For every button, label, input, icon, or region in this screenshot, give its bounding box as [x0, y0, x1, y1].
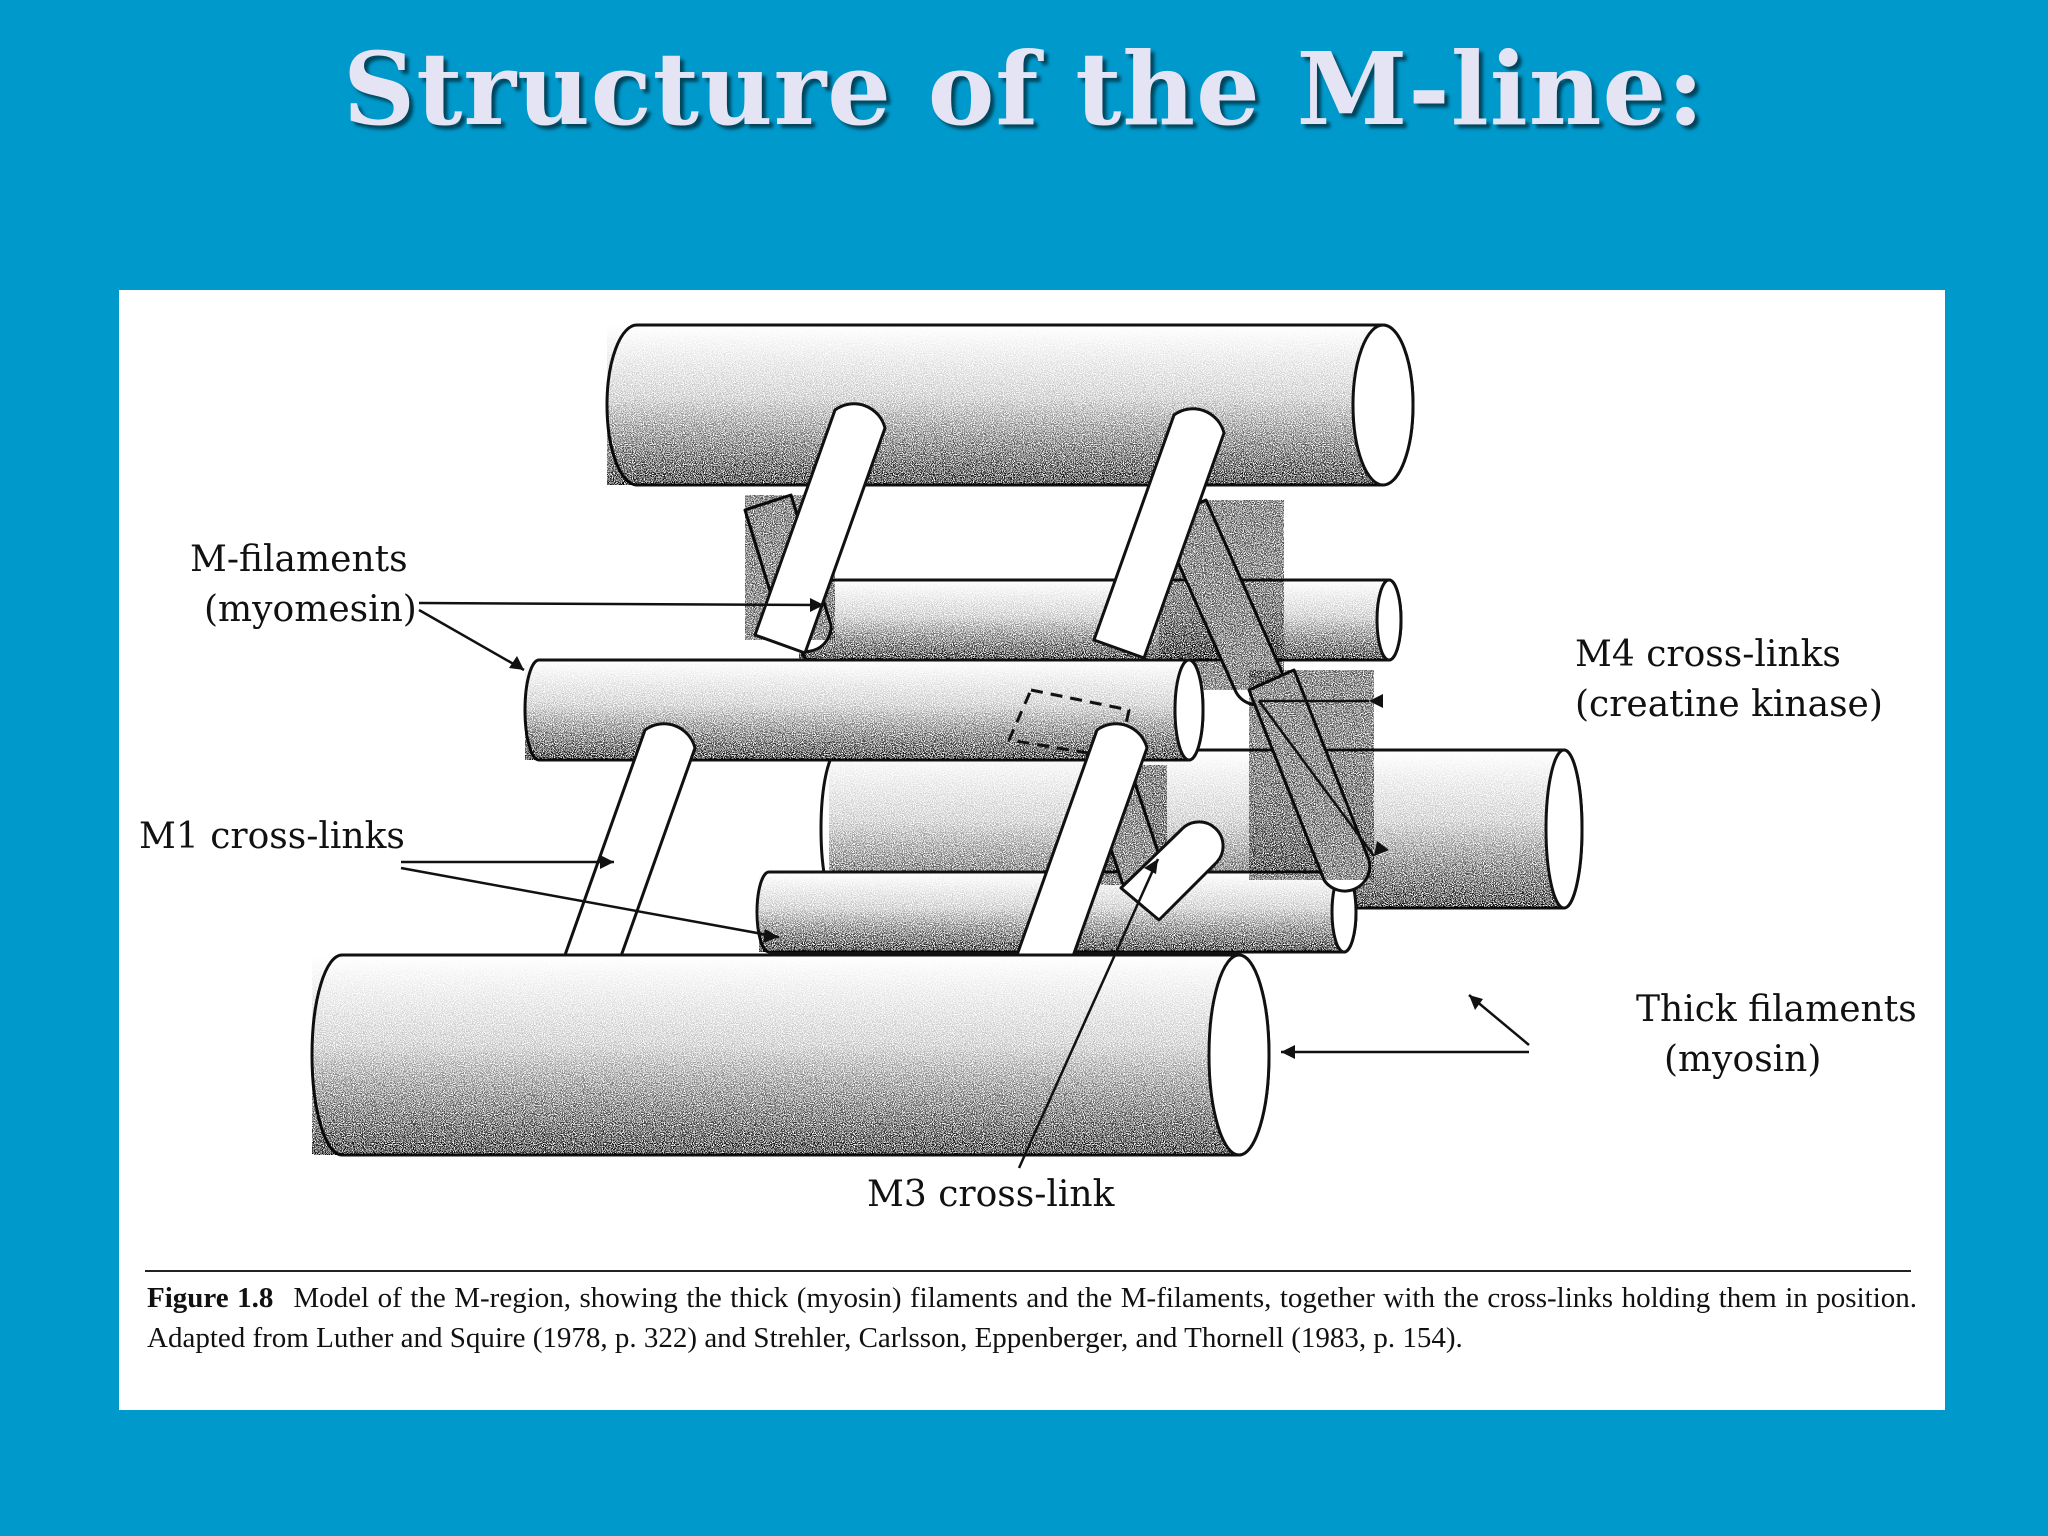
- label-m1-cross-links: M1 cross-links: [139, 816, 405, 857]
- m-filament-front-upper: [523, 658, 1205, 762]
- thick-filament-front: [310, 953, 1271, 1157]
- caption-divider: [145, 1270, 1911, 1272]
- label-thick-filaments: Thick filaments (myosin): [1636, 989, 1917, 1080]
- thick-filament-top: [605, 323, 1415, 487]
- m-filament-back-upper: [795, 578, 1403, 662]
- m1-cross-link-rods-lower: [563, 722, 1225, 975]
- caption-text: Model of the M-region, showing the thick…: [147, 1282, 1917, 1354]
- label-m3-cross-link: M3 cross-link: [867, 1174, 1115, 1215]
- figure-number: Figure 1.8: [147, 1282, 274, 1314]
- m1-cross-link-rods-upper: [753, 402, 1226, 660]
- label-m-filaments: M-filaments (myomesin): [190, 539, 417, 630]
- arrowheads: [509, 598, 1483, 1059]
- m-line-diagram: [310, 323, 1584, 1169]
- slide-title: Structure of the M-line:: [343, 30, 1705, 148]
- figure-panel: M-filaments (myomesin) M1 cross-links M4…: [119, 290, 1945, 1410]
- label-m4-cross-links: M4 cross-links (creatine kinase): [1575, 634, 1883, 725]
